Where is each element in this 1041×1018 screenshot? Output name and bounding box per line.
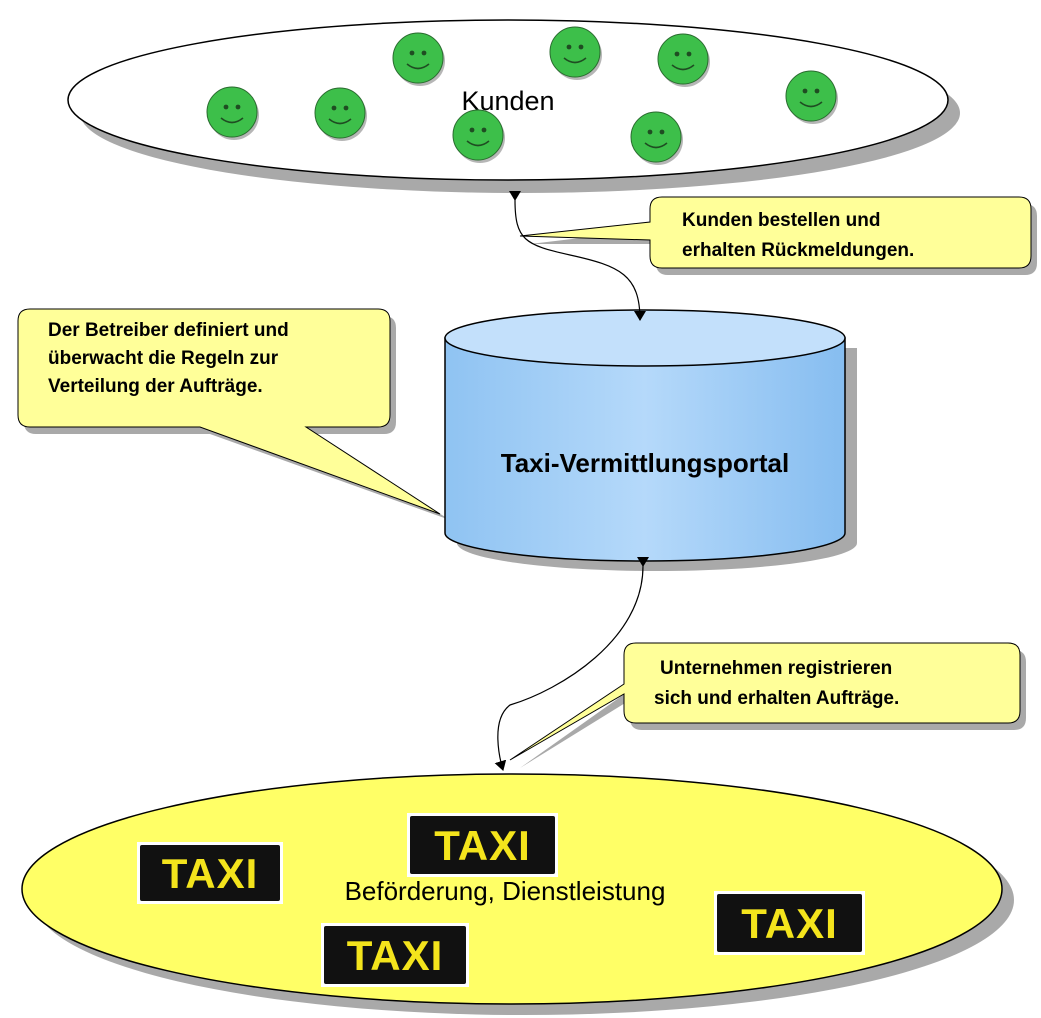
smiley-face-icon — [549, 26, 602, 80]
smiley-face-icon — [314, 87, 367, 141]
taxi-sign-icon: TAXI — [137, 842, 283, 904]
providers-group: Beförderung, Dienstleistung TAXITAXITAXI… — [21, 773, 1014, 1015]
smiley-face-icon — [452, 109, 505, 163]
smiley-face-icon — [785, 70, 838, 124]
customer-smileys — [206, 26, 838, 165]
callout-operator-line-2: überwacht die Regeln zur — [48, 348, 279, 369]
taxi-sign-icon: TAXI — [714, 891, 865, 955]
callout-operator-line-1: Der Betreiber definiert und — [48, 320, 289, 341]
callout-companies: Unternehmen registrieren sich und erhalt… — [509, 642, 1026, 768]
smiley-face-icon — [392, 32, 445, 86]
taxi-sign-icon: TAXI — [407, 813, 558, 877]
portal-cylinder: Taxi-Vermittlungsportal — [444, 309, 857, 571]
portal-label: Taxi-Vermittlungsportal — [501, 448, 789, 478]
portal-cylinder-body — [444, 337, 846, 562]
taxi-sign-icon: TAXI — [321, 923, 469, 987]
providers-label: Beförderung, Dienstleistung — [345, 876, 666, 906]
callout-customers-line-1: Kunden bestellen und — [682, 210, 880, 231]
taxi-sign-text: TAXI — [741, 900, 838, 947]
taxi-signs: TAXI TAXI TAXI TAXI — [137, 813, 865, 987]
callout-companies-line-2: sich und erhalten Aufträge. — [654, 688, 899, 709]
customers-ellipse — [67, 19, 949, 181]
callout-customers-line-2: erhalten Rückmeldungen. — [682, 240, 914, 261]
smiley-face-icon — [206, 86, 259, 140]
callout-operator: Der Betreiber definiert und überwacht di… — [17, 308, 450, 520]
callout-operator-line-3: Verteilung der Aufträge. — [48, 376, 263, 397]
smiley-face-icon — [657, 33, 710, 87]
portal-cylinder-top — [444, 309, 846, 367]
connector-customers-portal — [508, 190, 646, 321]
callout-companies-line-1: Unternehmen registrieren — [660, 658, 892, 679]
taxi-sign-text: TAXI — [162, 850, 259, 897]
taxi-sign-text: TAXI — [434, 822, 531, 869]
smiley-face-icon — [630, 111, 683, 165]
callout-customers: Kunden bestellen und erhalten Rückmeldun… — [519, 196, 1037, 275]
customers-group: Kunden — [67, 19, 960, 193]
taxi-sign-text: TAXI — [347, 932, 444, 979]
connector-portal-providers — [494, 556, 650, 771]
